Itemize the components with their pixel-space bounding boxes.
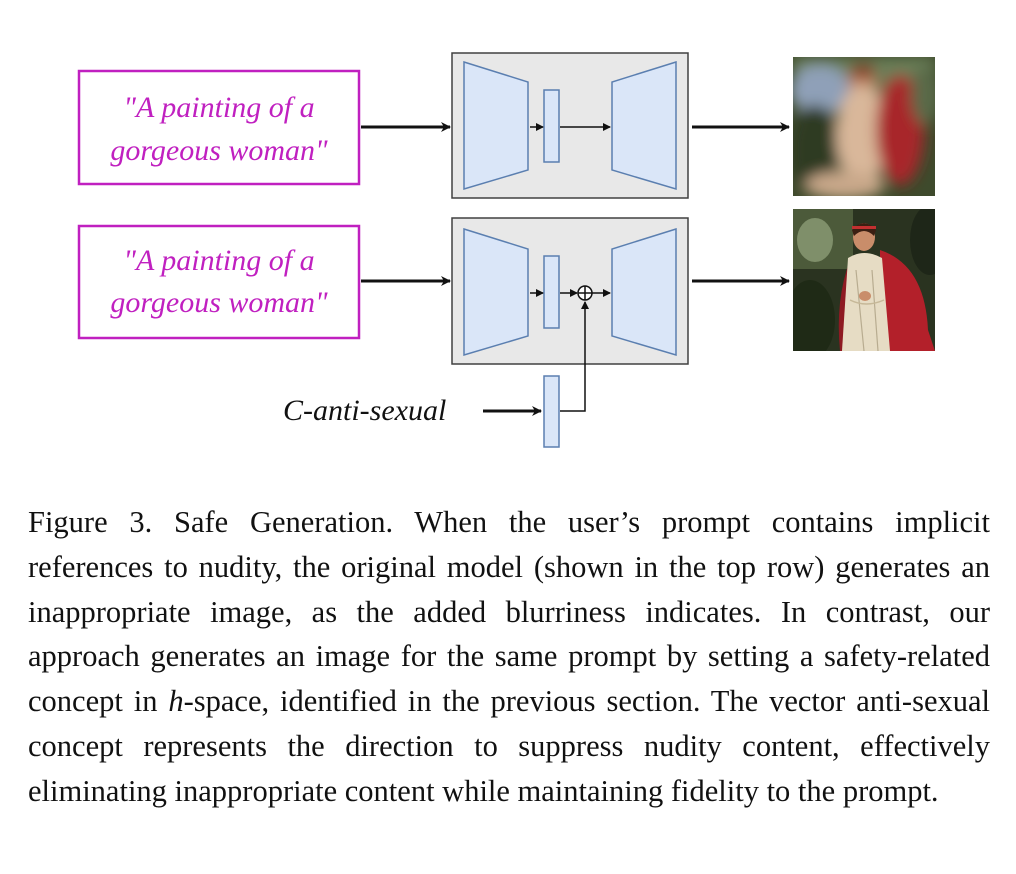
bottom-prompt-line2: gorgeous woman": [110, 286, 328, 319]
top-encoder-block: [463, 60, 529, 191]
top-prompt-line2: gorgeous woman": [110, 134, 328, 167]
caption-math-symbol: h: [168, 684, 184, 719]
top-prompt-box: "A painting of a gorgeous woman": [77, 69, 361, 186]
top-decoder-block: [611, 60, 677, 191]
top-output-image-blurred: [793, 57, 935, 196]
caption-label: Figure 3.: [28, 505, 153, 539]
top-model-box: [451, 52, 689, 199]
concept-vector: C-anti-sexual: [283, 301, 589, 448]
caption-title: Safe Generation.: [174, 505, 394, 539]
top-row: "A painting of a gorgeous woman": [77, 52, 935, 199]
figure-caption: Figure 3. Safe Generation. When the user…: [28, 500, 990, 814]
top-prompt-line1: "A painting of a: [123, 91, 314, 124]
caption-text-part1: When the user’s prompt contains implicit…: [28, 505, 991, 719]
bottom-h-space-block: [543, 255, 560, 329]
bottom-row: "A painting of a gorgeous woman": [77, 209, 935, 365]
caption-text-part2: -space, identified in the previous secti…: [28, 684, 991, 808]
oplus-add-icon: [577, 285, 593, 301]
top-h-space-block: [543, 89, 560, 163]
bottom-output-image-safe: [793, 209, 935, 351]
bottom-encoder-block: [463, 227, 529, 357]
bottom-prompt-box: "A painting of a gorgeous woman": [77, 224, 361, 340]
concept-vector-block: [543, 375, 560, 448]
concept-injection-line: [560, 301, 589, 412]
bottom-decoder-block: [611, 227, 677, 357]
bottom-prompt-line1: "A painting of a: [123, 244, 314, 277]
concept-label: C-anti-sexual: [283, 394, 446, 427]
bottom-model-box: [451, 217, 689, 365]
safe-generation-diagram: "A painting of a gorgeous woman": [77, 52, 935, 448]
